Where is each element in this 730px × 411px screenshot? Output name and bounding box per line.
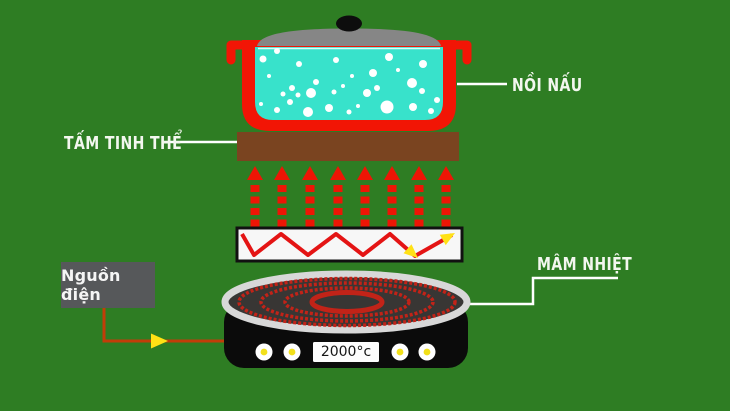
leader-line-heating-plate — [468, 276, 618, 306]
label-crystal-plate: TẤM TINH THỂ — [64, 133, 183, 154]
coil-rings — [237, 276, 457, 328]
pot-water — [255, 47, 443, 120]
pot-lid — [257, 28, 441, 46]
crystal-plate — [237, 132, 459, 161]
pot-handle-right — [446, 40, 472, 65]
cooking-pot — [226, 15, 472, 131]
label-heating-plate: MÂM NHIỆT — [537, 254, 633, 275]
coil-current-arrow-down — [403, 244, 418, 258]
heat-arrows — [247, 166, 454, 228]
label-pot: NỒI NẤU — [512, 75, 583, 96]
temperature-value: 2000°c — [320, 344, 372, 360]
current-direction-arrow — [151, 333, 168, 349]
label-power-source: Nguồn điện — [61, 266, 121, 304]
coil-zigzag — [240, 232, 453, 258]
pot-handle-left — [226, 40, 252, 65]
power-source-box — [61, 262, 155, 308]
induction-coil — [235, 226, 464, 263]
coil-current-arrow-up — [439, 233, 455, 246]
lid-knob — [336, 15, 362, 32]
heating-plate-cooker — [221, 270, 471, 368]
temperature-display — [313, 342, 379, 362]
water-bubbles — [259, 48, 440, 117]
power-wire — [102, 306, 230, 349]
